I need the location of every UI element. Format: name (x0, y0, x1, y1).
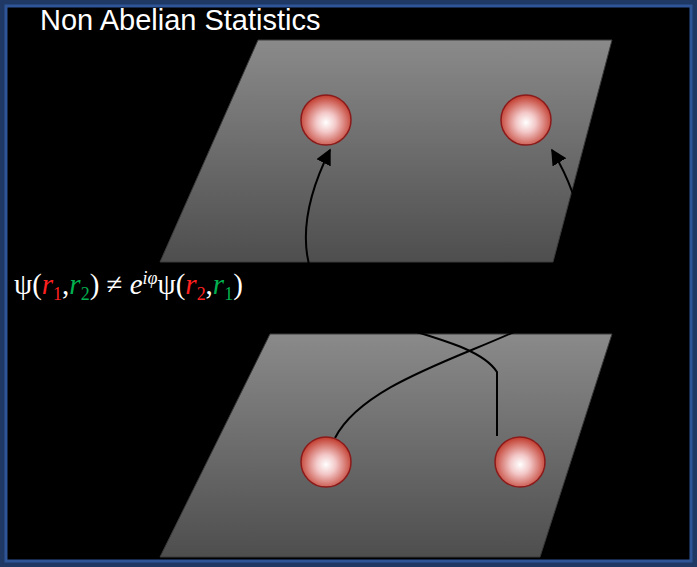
particle (301, 95, 351, 145)
equation-part: , (206, 268, 213, 301)
braid-path (335, 150, 584, 438)
equation-part: r (69, 268, 80, 301)
particle (301, 437, 351, 487)
frame (6, 6, 691, 561)
equation-part: ψ( (158, 268, 186, 301)
equation-part: ) (233, 268, 243, 301)
equation-part: ψ( (14, 268, 42, 301)
particle (501, 95, 551, 145)
equation-part: 1 (53, 284, 62, 305)
equation-part: 2 (81, 284, 90, 305)
bottom-plane (160, 334, 612, 557)
equation-part: , (62, 268, 69, 301)
equation-part: r (213, 268, 224, 301)
equation-part: r (42, 268, 53, 301)
braid-path (306, 150, 497, 436)
equation-part: 1 (224, 284, 233, 305)
equation-part: e (130, 268, 143, 301)
equation-part: iφ (143, 268, 158, 289)
slide-title: Non Abelian Statistics (40, 4, 320, 37)
equation-part: ) ≠ (90, 268, 130, 301)
particle (495, 437, 545, 487)
equation-part: 2 (197, 284, 206, 305)
equation: ψ(r1,r2) ≠ eiφψ(r2,r1) (10, 266, 247, 303)
equation-part: r (185, 268, 196, 301)
top-plane (160, 40, 612, 262)
